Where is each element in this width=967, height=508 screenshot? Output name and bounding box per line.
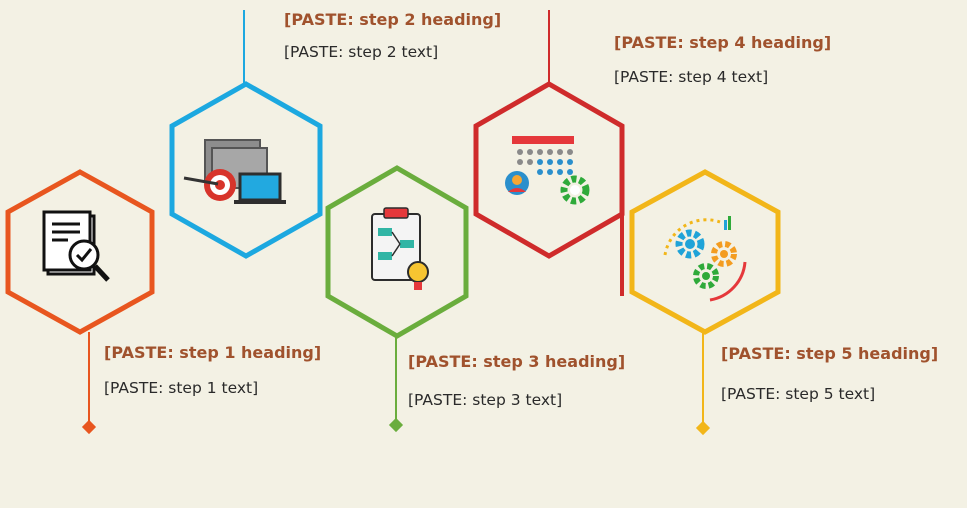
step-1-title: [PASTE: step 1 heading] bbox=[104, 343, 322, 362]
step-4-title: [PASTE: step 4 heading] bbox=[614, 33, 832, 52]
hexagon-step-4 bbox=[473, 81, 625, 259]
step-2-text: [PASTE: step 2 text] bbox=[284, 43, 439, 61]
step-3-title: [PASTE: step 3 heading] bbox=[408, 352, 626, 371]
step-3-text: [PASTE: step 3 text] bbox=[408, 391, 563, 409]
calendar-gear-icon bbox=[505, 136, 590, 205]
step-2-title: [PASTE: step 2 heading] bbox=[284, 10, 502, 29]
hexagon-step-2 bbox=[169, 81, 323, 259]
step-1-text: [PASTE: step 1 text] bbox=[104, 379, 259, 397]
target-laptop-icon bbox=[183, 139, 286, 204]
hexagon-step-1 bbox=[5, 169, 155, 335]
step-5-text: [PASTE: step 5 text] bbox=[721, 385, 876, 403]
document-search-icon bbox=[42, 210, 110, 282]
clipboard-idea-icon bbox=[371, 207, 429, 290]
hexagon-step-5 bbox=[629, 169, 781, 335]
gears-cycle-icon bbox=[663, 216, 747, 302]
step-5-title: [PASTE: step 5 heading] bbox=[721, 344, 939, 363]
step-4-text: [PASTE: step 4 text] bbox=[614, 68, 769, 86]
